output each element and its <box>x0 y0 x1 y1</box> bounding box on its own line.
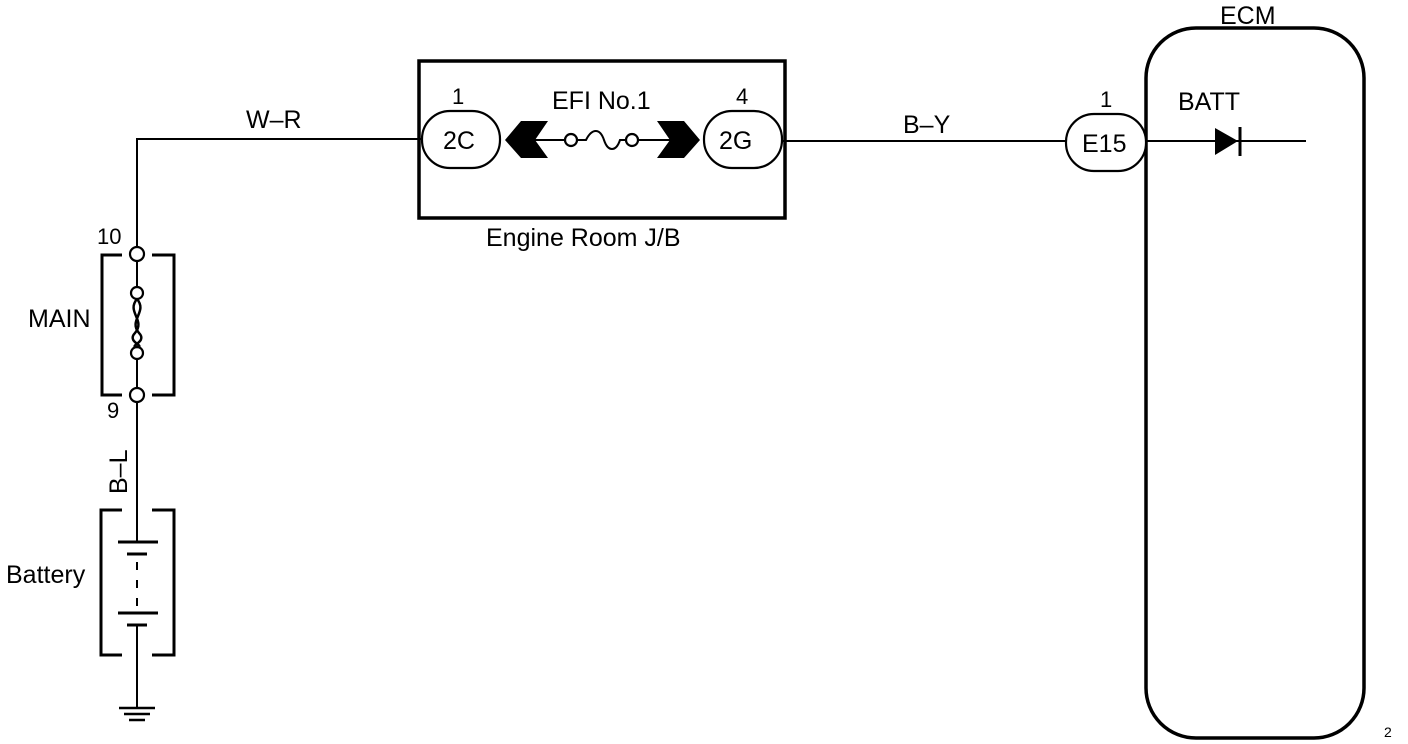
pin-9-terminal-icon <box>128 386 146 404</box>
efi-fuse-label: EFI No.1 <box>552 87 651 115</box>
connector-2g <box>702 109 784 170</box>
battery-label: Battery <box>6 561 86 589</box>
main-fuse-label: MAIN <box>28 305 91 333</box>
fuse-element-icon <box>577 130 626 150</box>
fuse-terminal-icon <box>129 345 145 361</box>
wire-w-r <box>136 138 422 251</box>
diode-icon <box>1215 128 1238 155</box>
main-fuse <box>100 245 176 404</box>
ecm-label: ECM <box>1220 2 1276 30</box>
wire-label-b-y: B–Y <box>903 111 951 139</box>
fuse-terminal-icon <box>624 132 640 148</box>
wire-label-w-r: W–R <box>246 106 302 134</box>
connector-arrow-right-icon <box>657 121 700 158</box>
engine-room-junction-box <box>417 59 787 220</box>
fuse-terminal-icon <box>563 132 579 148</box>
junction-box-label: Engine Room J/B <box>486 224 681 252</box>
main-fuse-pin-bottom: 9 <box>107 398 119 423</box>
corner-mark: 2 <box>1384 724 1392 740</box>
wire-label-b-l: B–L <box>105 449 133 494</box>
ecm-unit <box>1064 26 1366 740</box>
ecm-terminal-label: BATT <box>1178 88 1240 116</box>
connector-2c-code: 2C <box>443 127 475 155</box>
connector-e15-pin: 1 <box>1100 87 1112 112</box>
connector-2c-pin: 1 <box>452 84 464 109</box>
fuse-element-icon <box>131 298 143 349</box>
connector-2g-pin: 4 <box>736 84 748 109</box>
connector-e15-code: E15 <box>1082 130 1126 158</box>
connector-2c <box>420 109 502 170</box>
connector-e15 <box>1064 112 1148 173</box>
pin-10-terminal-icon <box>128 245 146 263</box>
main-fuse-pin-top: 10 <box>97 224 121 249</box>
connector-arrow-left-icon <box>505 121 548 158</box>
ground-icon <box>119 706 155 722</box>
fuse-terminal-icon <box>129 285 145 301</box>
connector-2g-code: 2G <box>719 127 752 155</box>
battery <box>99 508 176 657</box>
